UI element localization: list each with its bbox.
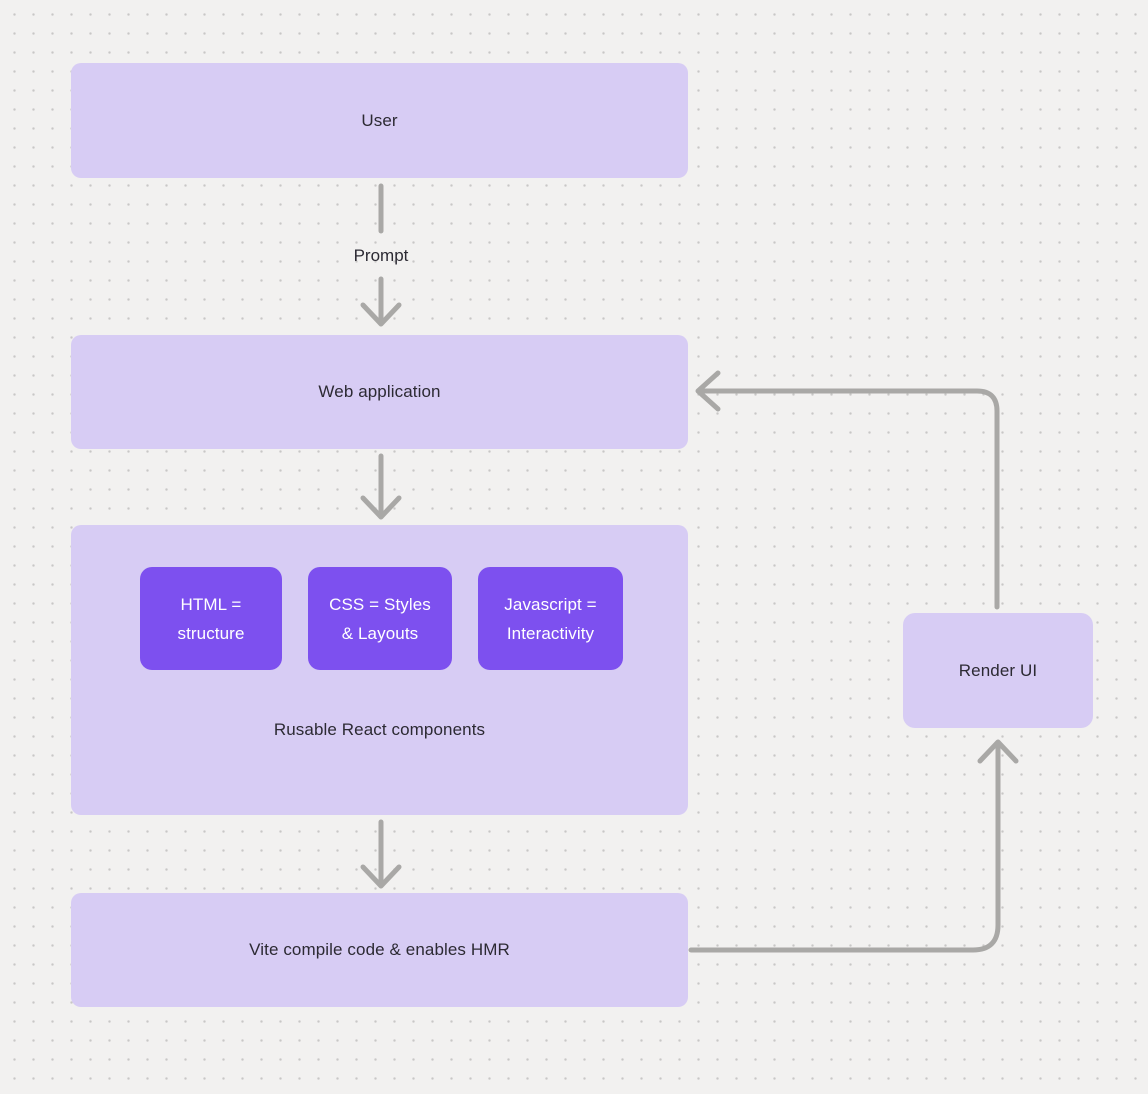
node-render-ui[interactable]: Render UI — [903, 613, 1093, 728]
arrow-vite-to-renderui — [688, 739, 1019, 953]
arrowhead-up-icon — [977, 739, 1019, 764]
arrowhead-left-icon — [695, 370, 721, 412]
arrow-renderui-to-webapp — [695, 370, 1000, 610]
arrow-line — [688, 743, 1001, 953]
node-javascript[interactable]: Javascript = Interactivity — [478, 567, 623, 670]
node-vite[interactable]: Vite compile code & enables HMR — [71, 893, 688, 1007]
edge-label-prompt: Prompt — [353, 246, 409, 265]
node-web-application[interactable]: Web application — [71, 335, 688, 449]
node-web-application-label: Web application — [318, 382, 441, 401]
arrow-components-to-vite — [360, 819, 402, 889]
components-group-label: Rusable React components — [273, 720, 486, 739]
arrow-line — [699, 388, 1000, 610]
node-render-ui-label: Render UI — [958, 660, 1038, 680]
node-components-group[interactable]: HTML = structure CSS = Styles & Layouts … — [71, 525, 688, 815]
arrow-webapp-to-components — [360, 453, 402, 520]
node-javascript-label: Javascript = Interactivity — [504, 594, 597, 643]
node-css-label: CSS = Styles & Layouts — [329, 594, 431, 643]
node-html-label: HTML = structure — [177, 594, 245, 643]
node-vite-label: Vite compile code & enables HMR — [249, 940, 510, 959]
node-css[interactable]: CSS = Styles & Layouts — [308, 567, 452, 670]
node-user-label: User — [361, 110, 398, 130]
arrowhead-down-icon — [360, 864, 402, 889]
node-user[interactable]: User — [71, 63, 688, 178]
arrowhead-down-icon — [360, 495, 402, 520]
arrowhead-down-icon — [360, 302, 402, 327]
node-html[interactable]: HTML = structure — [140, 567, 282, 670]
